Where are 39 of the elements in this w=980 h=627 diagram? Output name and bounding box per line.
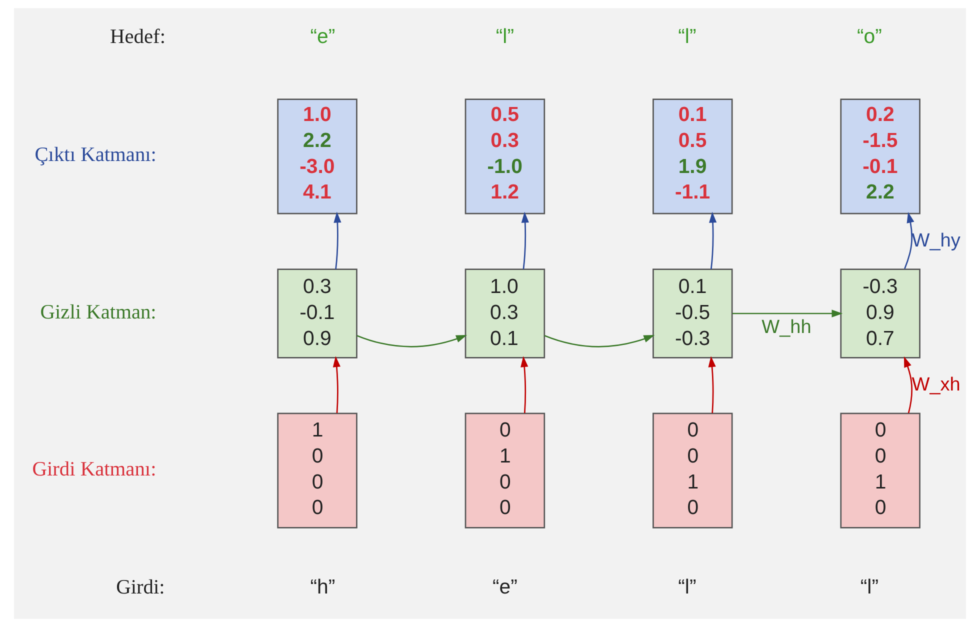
node-box: 1.0 0.3 0.1 bbox=[464, 268, 546, 358]
node-box: 0.3 -0.1 0.9 bbox=[277, 268, 358, 358]
node-box: -0.3 0.9 0.7 bbox=[840, 268, 920, 358]
node-label: “l” bbox=[496, 26, 514, 48]
arrow bbox=[334, 212, 342, 270]
edge-label: W_hy bbox=[912, 230, 960, 252]
arrow bbox=[732, 310, 843, 318]
node-label: “l” bbox=[678, 26, 696, 48]
arrow bbox=[708, 356, 716, 414]
arrow bbox=[904, 356, 912, 414]
node-box: 0.5 0.3 -1.0 1.2 bbox=[464, 98, 546, 214]
label: Girdi Katmanı: bbox=[32, 458, 156, 480]
arrow bbox=[332, 356, 340, 414]
arrow bbox=[521, 212, 529, 270]
arrow bbox=[544, 334, 655, 348]
arrow bbox=[709, 212, 717, 270]
node-label: “e” bbox=[310, 26, 336, 48]
node-box: 0.1 -0.5 -0.3 bbox=[652, 268, 733, 358]
arrow bbox=[520, 356, 528, 414]
node-label: “l” bbox=[860, 576, 878, 599]
node-box: 0 0 1 0 bbox=[652, 412, 733, 528]
label: Çıktı Katmanı: bbox=[34, 144, 156, 166]
edge-label: W_hh bbox=[762, 316, 812, 338]
node-label: “h” bbox=[310, 576, 336, 599]
node-label: “o” bbox=[856, 26, 882, 48]
label: Gizli Katman: bbox=[40, 301, 156, 324]
edge-label: W_xh bbox=[912, 374, 960, 396]
node-box: 0.2 -1.5 -0.1 2.2 bbox=[840, 98, 920, 214]
node-label: “e” bbox=[492, 576, 518, 599]
label: Hedef: bbox=[110, 26, 166, 48]
node-box: 1.0 2.2 -3.0 4.1 bbox=[277, 98, 358, 214]
node-box: 0 1 0 0 bbox=[464, 412, 546, 528]
node-box: 0.1 0.5 1.9 -1.1 bbox=[652, 98, 733, 214]
node-box: 1 0 0 0 bbox=[277, 412, 358, 528]
node-box: 0 0 1 0 bbox=[840, 412, 920, 528]
arrow bbox=[904, 212, 914, 269]
arrow bbox=[356, 334, 467, 348]
node-label: “l” bbox=[678, 576, 696, 599]
label: Girdi: bbox=[116, 576, 165, 599]
